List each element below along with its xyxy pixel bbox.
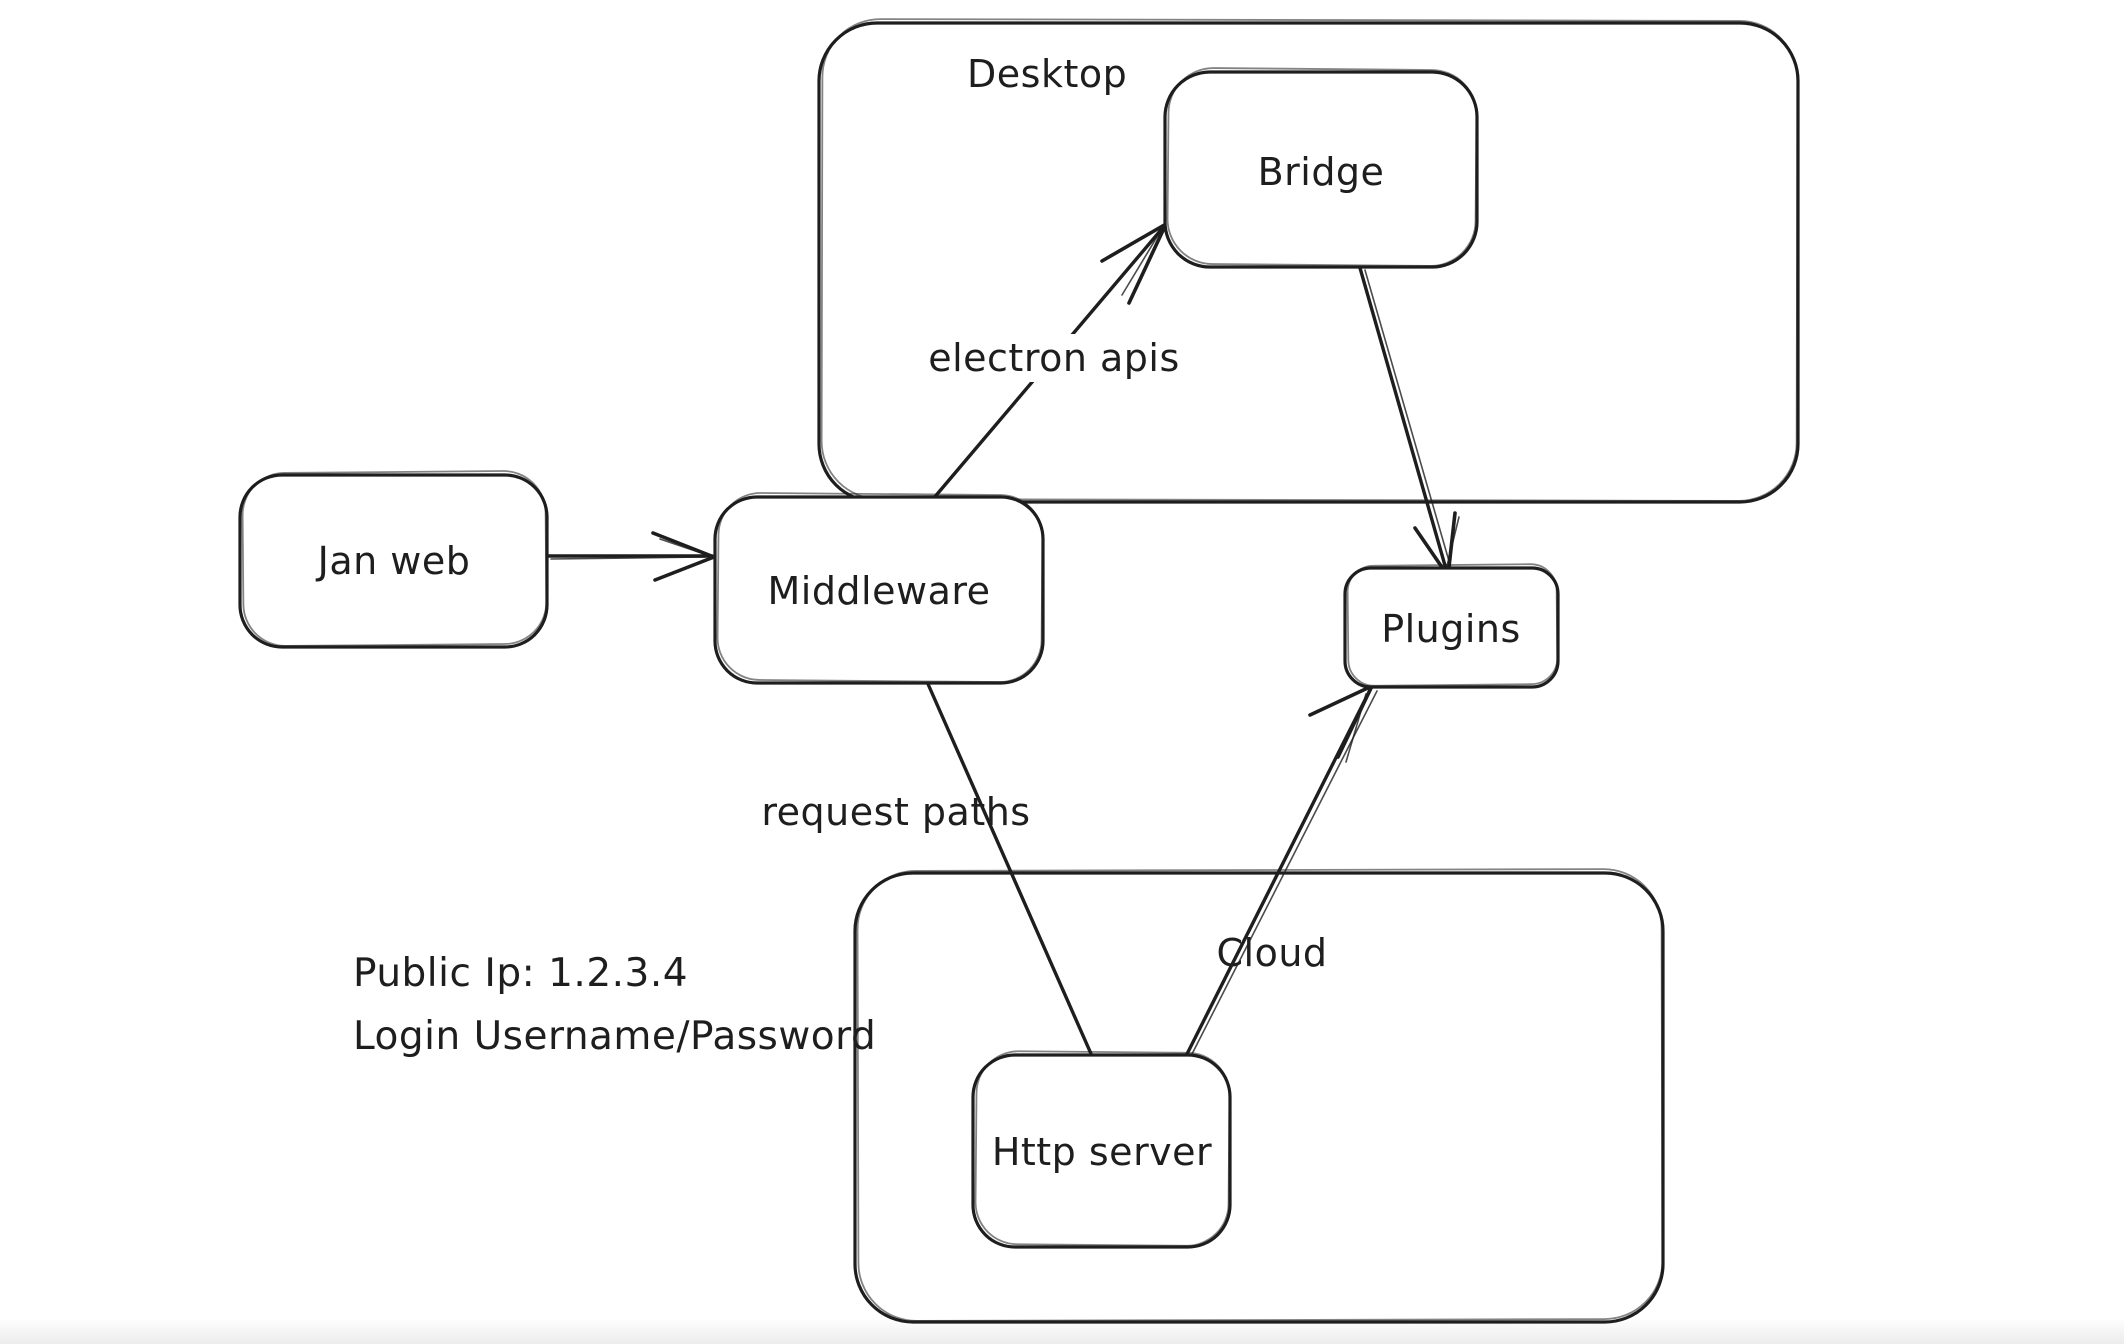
- node-bridge-sketch: [1166, 67, 1478, 267]
- cloud-container-sketch: [856, 868, 1664, 1322]
- node-plugins-sketch: [1346, 563, 1559, 687]
- edge-janweb-middleware-sketch: [550, 556, 706, 560]
- arrowhead-middleware-sketch: [659, 538, 711, 557]
- node-http-server-sketch: [974, 1050, 1231, 1247]
- annotation-text[interactable]: Public Ip: 1.2.3.4 Login Username/Passwo…: [353, 942, 876, 1068]
- edge-bridge-plugins-sketch: [1364, 269, 1452, 569]
- page-bottom-fade: [0, 1320, 2124, 1344]
- node-middleware-sketch: [716, 492, 1044, 683]
- arrowhead-plugins-top-sketch: [1445, 516, 1460, 571]
- cloud-container-label[interactable]: Cloud: [1216, 931, 1328, 975]
- node-http-server-label[interactable]: Http server: [991, 1130, 1213, 1174]
- desktop-container-label[interactable]: Desktop: [967, 52, 1128, 96]
- edge-bridge-plugins[interactable]: [1358, 266, 1450, 578]
- node-bridge[interactable]: [1163, 70, 1479, 269]
- node-plugins[interactable]: [1343, 566, 1560, 689]
- node-http-server[interactable]: [971, 1053, 1232, 1249]
- edge-label-request-paths[interactable]: request paths: [761, 790, 1031, 834]
- node-jan-web[interactable]: [238, 473, 549, 649]
- node-bridge-label[interactable]: Bridge: [1257, 150, 1385, 194]
- edge-httpserver-plugins-sketch: [1190, 690, 1378, 1057]
- arrowhead-bridge-sketch: [1121, 231, 1161, 296]
- arrowhead-plugins-bottom-sketch: [1345, 693, 1367, 763]
- edge-middleware-httpserver[interactable]: [926, 682, 1094, 1058]
- annotation-line-public-ip: Public Ip: 1.2.3.4: [353, 951, 689, 996]
- annotation-line-login: Login Username/Password: [353, 1014, 877, 1059]
- node-middleware-label[interactable]: Middleware: [767, 569, 991, 613]
- edge-label-electron-apis[interactable]: electron apis: [918, 334, 1190, 382]
- desktop-container-sketch: [820, 18, 1799, 502]
- node-jan-web-sketch: [241, 470, 548, 647]
- node-jan-web-label[interactable]: Jan web: [317, 539, 471, 583]
- node-middleware[interactable]: [713, 495, 1045, 685]
- node-plugins-label[interactable]: Plugins: [1381, 607, 1521, 651]
